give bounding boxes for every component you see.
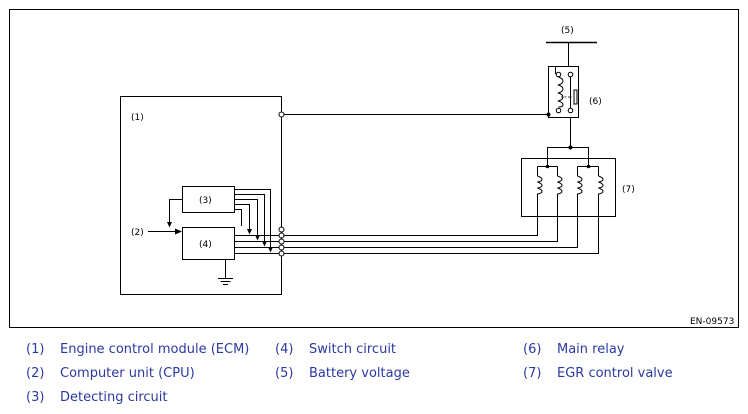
legend-item-relay: (6) Main relay (523, 342, 625, 357)
label-cpu: (2) (131, 228, 144, 238)
label-battery-voltage: (5) (561, 26, 574, 36)
relay-coil-icon (556, 76, 564, 108)
label-switch-circuit: (4) (199, 240, 212, 250)
legend-text: Engine control module (ECM) (60, 342, 250, 357)
legend-text: Main relay (557, 342, 625, 357)
label-ecm: (1) (131, 113, 144, 123)
diagram-frame (9, 9, 739, 328)
valve-coil-1-icon (537, 175, 543, 200)
relay-control-junction (546, 112, 551, 117)
legend-item-cpu: (2) Computer unit (CPU) (26, 366, 195, 381)
legend-item-battery: (5) Battery voltage (275, 366, 410, 381)
label-main-relay: (6) (589, 97, 602, 107)
figure-id: EN-09573 (690, 317, 734, 327)
valve-common-junction (568, 145, 573, 150)
sense-arrow-2 (262, 241, 267, 247)
switch-circuit-box (182, 227, 235, 260)
legend-item-switch: (4) Switch circuit (275, 342, 396, 357)
sense-arrow-1 (268, 247, 273, 253)
output-line-2 (234, 200, 558, 242)
valve-junctions (545, 164, 591, 169)
ecm-box (120, 96, 282, 295)
valve-coils (537, 166, 604, 200)
valve-coil-3-icon (577, 175, 583, 200)
output-line-3 (234, 200, 578, 248)
legend-num: (7) (523, 366, 542, 381)
valve-common-line (547, 147, 589, 166)
cpu-input-arrowhead (175, 228, 182, 235)
label-detecting-circuit: (3) (199, 196, 212, 206)
detect-to-switch-line (169, 199, 183, 224)
valve-coil-4-icon (598, 175, 604, 200)
output-line-4 (234, 200, 599, 254)
legend-item-valve: (7) EGR control valve (523, 366, 673, 381)
detecting-circuit-box (182, 186, 235, 213)
sense-line-1 (234, 189, 271, 250)
legend-text: EGR control valve (557, 366, 673, 381)
legend-num: (5) (275, 366, 294, 381)
sense-arrow-4 (247, 229, 252, 235)
legend-num: (3) (26, 390, 45, 405)
label-egr-valve: (7) (622, 185, 635, 195)
sense-line-4 (234, 204, 250, 232)
sense-arrow-3 (255, 235, 260, 241)
legend-num: (4) (275, 342, 294, 357)
legend-num: (6) (523, 342, 542, 357)
detect-to-switch-arrowhead (167, 222, 172, 228)
legend-num: (2) (26, 366, 45, 381)
legend-text: Detecting circuit (60, 390, 168, 405)
legend-text: Switch circuit (309, 342, 397, 357)
legend-num: (1) (26, 342, 45, 357)
valve-coil-2-icon (557, 175, 563, 200)
legend-text: Computer unit (CPU) (60, 366, 195, 381)
sense-line-2 (234, 194, 265, 244)
ground-icon (218, 278, 233, 285)
egr-valve-box (521, 158, 616, 217)
sense-line-3 (234, 199, 258, 238)
output-line-1 (234, 200, 538, 236)
legend-item-ecm: (1) Engine control module (ECM) (26, 342, 249, 357)
sense-line-5 (234, 209, 242, 226)
legend-item-detecting: (3) Detecting circuit (26, 390, 168, 405)
legend-text: Battery voltage (309, 366, 410, 381)
main-relay (548, 66, 579, 118)
ecm-terminals (278, 111, 285, 257)
legend: (1) Engine control module (ECM) (2) Comput… (0, 338, 748, 414)
